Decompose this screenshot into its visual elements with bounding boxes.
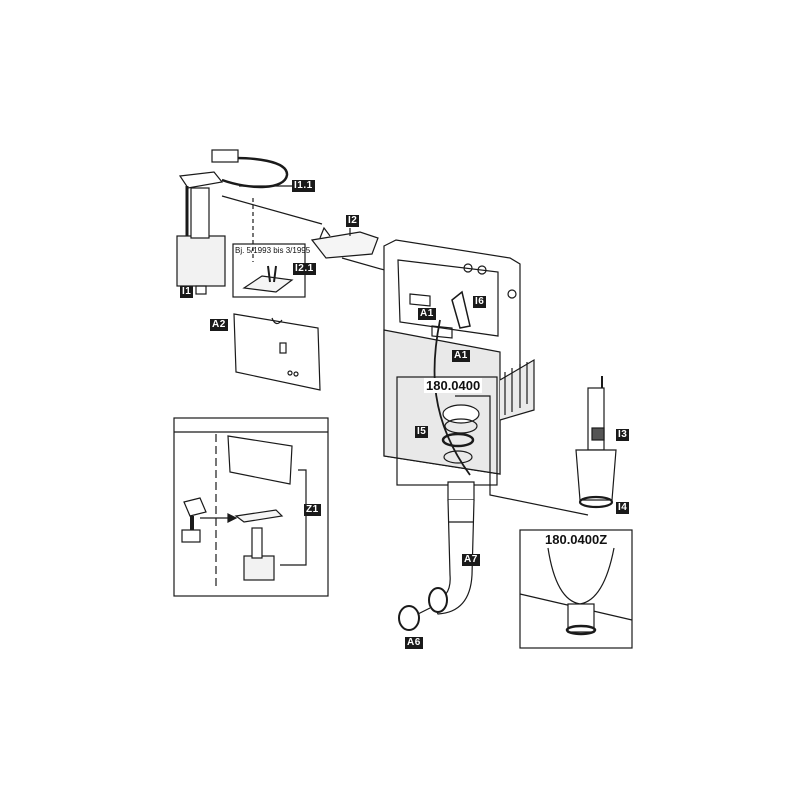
part-code-outlet-z: 180.0400Z xyxy=(543,532,610,547)
label-i3: I3 xyxy=(616,429,630,441)
label-i1: I1 xyxy=(180,286,194,298)
mounting-plate-icon xyxy=(233,313,321,391)
bracket-icon xyxy=(310,226,379,259)
label-a7: A7 xyxy=(462,554,480,566)
seal-ring-icon xyxy=(398,605,420,631)
year-range-note: Bj. 5/1993 bis 3/1995 xyxy=(235,246,311,255)
label-a6: A6 xyxy=(405,637,423,649)
flush-valve-icon xyxy=(575,376,617,509)
label-i4: I4 xyxy=(616,502,630,514)
label-i2: I2 xyxy=(346,215,360,227)
label-a2: A2 xyxy=(210,319,228,331)
label-a1-upper: A1 xyxy=(418,308,436,320)
label-z1: Z1 xyxy=(304,504,321,516)
hose-icon xyxy=(211,149,292,189)
part-code-outlet: 180.0400 xyxy=(424,378,483,393)
label-i5: I5 xyxy=(415,426,429,438)
drain-pipe-icon xyxy=(428,481,475,615)
label-i1-1: I1.1 xyxy=(292,180,315,192)
fill-valve-icon xyxy=(176,171,226,295)
label-i2-1: I2.1 xyxy=(293,263,316,275)
label-a1-lower: A1 xyxy=(452,350,470,362)
label-i6: I6 xyxy=(473,296,487,308)
